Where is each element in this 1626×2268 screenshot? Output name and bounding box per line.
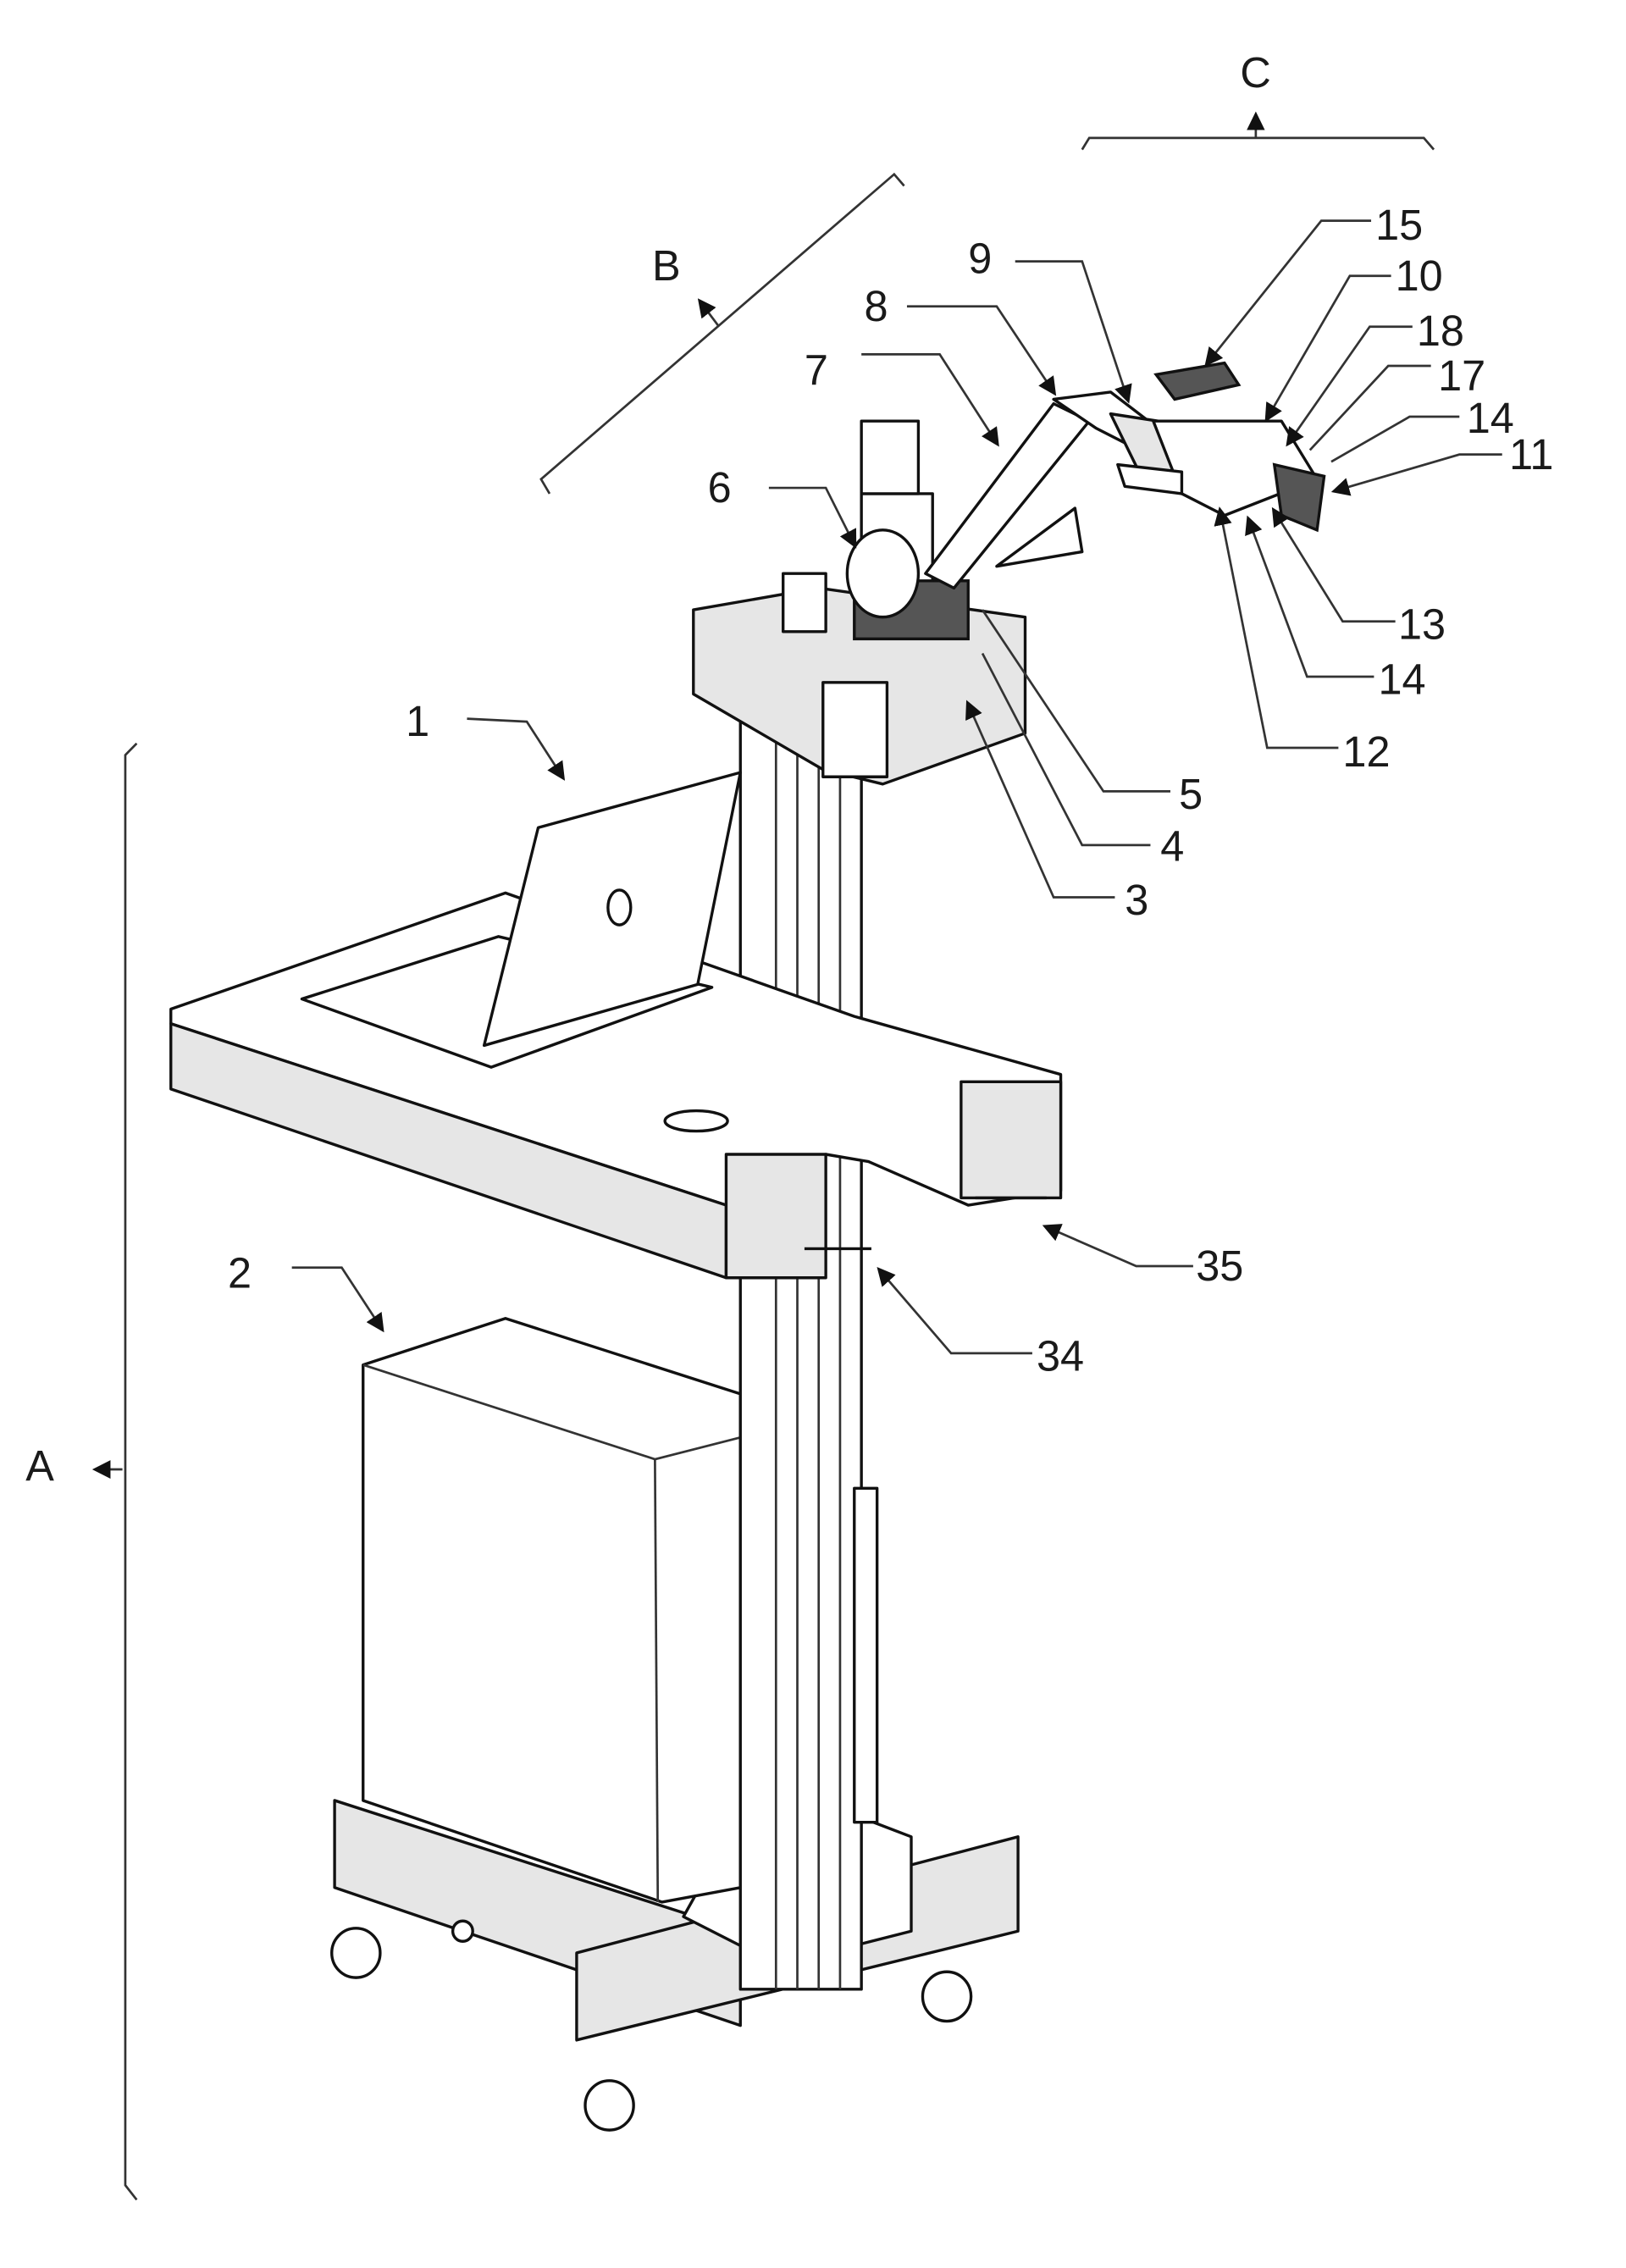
ref-label-18: 18 xyxy=(1417,307,1464,356)
bracket-c xyxy=(1081,111,1435,151)
ref-label-9: 9 xyxy=(968,234,992,283)
ref-label-15: 15 xyxy=(1375,200,1423,249)
group-label-a: A xyxy=(25,1441,54,1491)
ref-label-3: 3 xyxy=(1125,876,1148,925)
ref-label-17: 17 xyxy=(1438,351,1485,401)
ref-label-12: 12 xyxy=(1342,727,1390,777)
column xyxy=(738,695,879,1991)
ref-label-14-upper: 14 xyxy=(1467,393,1514,442)
ref-label-13: 13 xyxy=(1398,600,1446,649)
laptop xyxy=(300,771,742,1069)
bracket-b xyxy=(539,172,905,495)
ref-label-34: 34 xyxy=(1037,1331,1084,1380)
ref-label-4: 4 xyxy=(1160,821,1184,871)
ref-label-1: 1 xyxy=(406,697,429,746)
ref-label-7: 7 xyxy=(805,346,828,395)
lift-carriage xyxy=(692,419,1027,786)
ref-label-6: 6 xyxy=(708,463,732,512)
ref-label-5: 5 xyxy=(1179,770,1203,819)
end-effector xyxy=(1116,361,1326,533)
ref-label-8: 8 xyxy=(865,281,888,330)
cabinet xyxy=(362,1317,742,1904)
group-label-c: C xyxy=(1240,47,1270,97)
ref-label-10: 10 xyxy=(1396,251,1443,300)
ref-label-2: 2 xyxy=(228,1248,252,1297)
bracket-a xyxy=(91,742,138,2201)
ref-label-14-lower: 14 xyxy=(1378,655,1425,704)
ref-label-11: 11 xyxy=(1509,429,1553,478)
leader-lines xyxy=(291,219,1502,1355)
ref-label-35: 35 xyxy=(1196,1242,1243,1291)
group-label-b: B xyxy=(652,241,681,290)
